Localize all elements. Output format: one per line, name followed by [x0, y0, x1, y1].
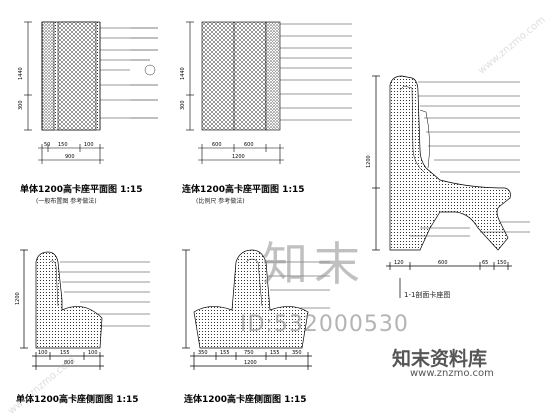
dim-label: 750 [244, 350, 254, 356]
dim-label: 100 [84, 142, 94, 148]
dim-label: 155 [270, 350, 280, 356]
dim-label: 155 [60, 350, 70, 356]
dim-label: 900 [65, 154, 75, 160]
dim-label: 600 [244, 142, 254, 148]
plan-double-subtitle: (比例尺 参考做法) [196, 198, 245, 205]
side-double-title: 连体1200高卡座侧面图 1:15 [184, 395, 307, 405]
plan-single-subtitle: (一般布置图 参考做法) [36, 198, 97, 205]
dim-label: 300 [180, 100, 186, 110]
dim-label: 50 [44, 142, 50, 148]
side-double [182, 249, 330, 370]
watermark-id: ID:532000530 [240, 312, 409, 337]
dim-label: 1200 [366, 155, 372, 168]
dim-label: 1200 [244, 360, 257, 366]
plan-single-title: 单体1200高卡座平面图 1:15 [20, 185, 143, 195]
dim-label: 1440 [180, 67, 186, 80]
dim-label: 100 [88, 350, 98, 356]
dim-label: 100 [38, 350, 48, 356]
dim-label: 155 [220, 350, 230, 356]
plan-single [24, 21, 158, 164]
dim-label: 1200 [232, 154, 245, 160]
section-view [372, 75, 530, 298]
side-single-title: 单体1200高卡座侧面图 1:15 [16, 395, 139, 405]
plan-double-title: 连体1200高卡座平面图 1:15 [182, 185, 305, 195]
dim-label: 1440 [18, 67, 24, 80]
dim-label: 300 [18, 100, 24, 110]
dim-label: 150 [58, 142, 68, 148]
dim-label: 600 [212, 142, 222, 148]
dim-label: 350 [292, 350, 302, 356]
dim-label: 65 [482, 260, 488, 266]
watermark-site: 知末资料库 [392, 348, 488, 370]
section-title: 1-1剖面卡座图 [404, 291, 451, 299]
side-single [20, 249, 150, 370]
dim-label: 120 [394, 260, 404, 266]
dim-label: 350 [198, 350, 208, 356]
watermark-logo: 知末 [262, 237, 366, 291]
dim-label: 600 [438, 260, 448, 266]
watermark-url: www.znzmo.com [410, 368, 494, 379]
dim-label: 800 [64, 360, 74, 366]
dim-label: 150 [497, 260, 507, 266]
dim-label: 1200 [15, 292, 21, 305]
plan-double [186, 21, 352, 164]
